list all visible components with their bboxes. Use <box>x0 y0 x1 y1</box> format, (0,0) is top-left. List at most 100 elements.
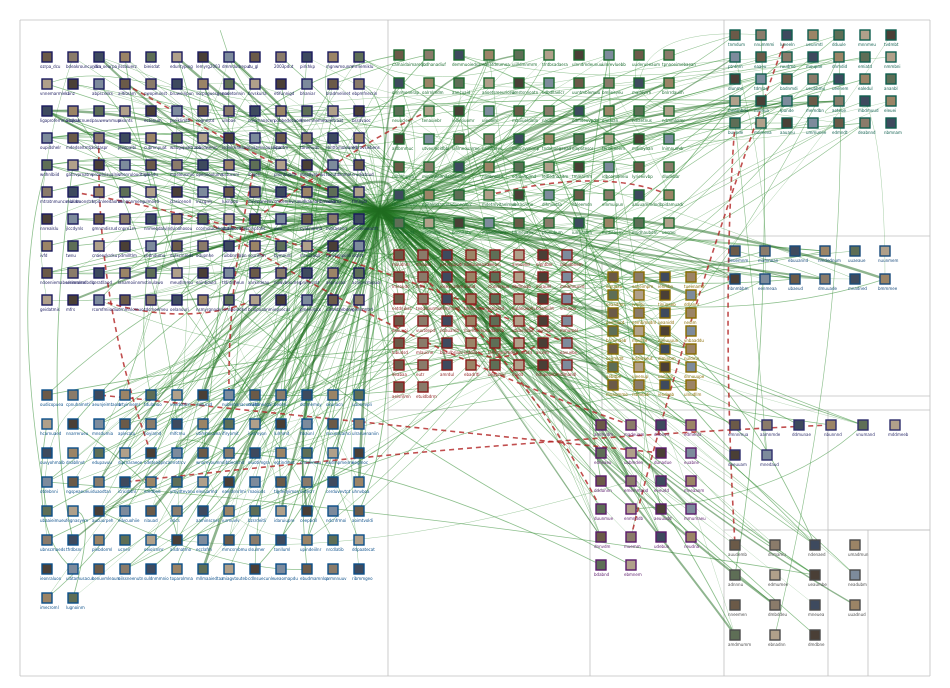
node-avatar <box>808 30 818 40</box>
node-label: uaimdbe <box>536 328 554 333</box>
node-avatar <box>850 600 860 610</box>
node-label: tndanuegaead <box>542 146 572 151</box>
node-avatar <box>172 52 182 62</box>
graph-node: ioqlet <box>352 241 364 258</box>
node-label: ieuirsiuomr <box>452 118 475 123</box>
node-label: ulnndmdeunuui <box>572 62 603 67</box>
graph-node: eaaeu <box>754 52 767 69</box>
node-avatar <box>608 362 618 372</box>
node-avatar <box>424 78 434 88</box>
node-label: bhaniar <box>300 91 316 96</box>
node-label: abpscsnks <box>92 91 113 96</box>
node-avatar <box>634 190 644 200</box>
node-label: lciraboiodnd <box>222 307 247 312</box>
node-avatar <box>454 190 464 200</box>
node-avatar <box>198 79 208 89</box>
node-label: adnnnu <box>728 582 744 587</box>
node-avatar <box>250 295 260 305</box>
node-label: bmlieeveu <box>602 90 623 95</box>
node-label: rbnz <box>66 91 75 96</box>
node-avatar <box>886 118 896 128</box>
node-avatar <box>514 316 524 326</box>
node-avatar <box>886 96 896 106</box>
node-avatar <box>120 241 130 251</box>
node-avatar <box>730 540 740 550</box>
node-label: dipueau <box>606 284 623 289</box>
node-avatar <box>664 134 674 144</box>
node-label: taromuds <box>300 145 319 150</box>
node-avatar <box>224 52 234 62</box>
node-label: dutmemoy <box>300 402 322 407</box>
node-label: bzsrdeitli <box>248 518 266 523</box>
node-label: ndupeaiibm <box>536 372 560 377</box>
node-label: rnaoiuds <box>248 489 265 494</box>
node-avatar <box>454 106 464 116</box>
node-label: gatnvprnatns <box>66 172 93 177</box>
node-label: dunahosou <box>170 226 193 231</box>
node-avatar <box>224 106 234 116</box>
node-label: rcomfmiiodiu <box>92 307 119 312</box>
node-label: eenmeaa <box>758 286 777 291</box>
node-avatar <box>730 52 740 62</box>
node-avatar <box>224 133 234 143</box>
node-label: amrdul <box>440 372 454 377</box>
node-label: tvdmbt <box>884 42 899 47</box>
node-label: iunimyon <box>248 431 267 436</box>
node-label: cnpre1rn <box>118 226 136 231</box>
node-label: aamnmde <box>760 432 781 437</box>
node-avatar <box>466 294 476 304</box>
node-avatar <box>538 316 548 326</box>
node-label: iurmuvlv <box>222 518 240 523</box>
node-avatar <box>484 134 494 144</box>
node-label: gmedu <box>144 172 158 177</box>
node-label: edmndt <box>832 130 848 135</box>
node-avatar <box>756 118 766 128</box>
node-label: meupae <box>806 64 823 69</box>
graph-node: emiatd <box>858 52 872 69</box>
node-label: ustuceni <box>222 172 239 177</box>
node-label: teriaeeeem <box>602 146 625 151</box>
node-avatar <box>490 294 500 304</box>
node-label: jlccdynls <box>65 226 83 231</box>
node-avatar <box>198 106 208 116</box>
node-label: ledlodnaaitm <box>542 174 568 179</box>
node-label: lueeeln <box>780 42 795 47</box>
node-avatar <box>442 316 452 326</box>
node-avatar <box>634 50 644 60</box>
node-avatar <box>634 308 644 318</box>
node-label: cbdndumu <box>144 253 166 258</box>
node-label: oiuotimgra <box>248 460 270 465</box>
node-label: aaoetsreeurioruc <box>482 90 516 95</box>
node-label: eduntyping <box>170 64 193 69</box>
node-avatar <box>68 79 78 89</box>
node-avatar <box>596 560 606 570</box>
node-label: ueunmtl <box>806 42 823 47</box>
node-label: brvskurla <box>248 91 267 96</box>
node-avatar <box>42 106 52 116</box>
node-avatar <box>466 316 476 326</box>
node-avatar <box>42 390 52 400</box>
node-label: ueaomapdu <box>274 576 298 581</box>
node-avatar <box>626 448 636 458</box>
node-avatar <box>198 52 208 62</box>
node-label: ptntnm <box>728 64 743 69</box>
node-avatar <box>626 476 636 486</box>
node-avatar <box>686 290 696 300</box>
node-avatar <box>68 564 78 574</box>
node-avatar <box>730 450 740 460</box>
node-avatar <box>68 506 78 516</box>
node-label: idboamdneiu <box>602 174 629 179</box>
node-avatar <box>328 477 338 487</box>
node-avatar <box>514 106 524 116</box>
node-avatar <box>686 344 696 354</box>
node-label: arunm <box>536 350 549 355</box>
node-label: ebadrltl <box>464 372 479 377</box>
node-avatar <box>608 272 618 282</box>
node-avatar <box>42 79 52 89</box>
node-avatar <box>354 79 364 89</box>
node-label: dlunmn <box>728 86 744 91</box>
node-avatar <box>328 564 338 574</box>
node-avatar <box>328 506 338 516</box>
node-avatar <box>68 419 78 429</box>
node-label: mnbebdlum <box>482 230 506 235</box>
